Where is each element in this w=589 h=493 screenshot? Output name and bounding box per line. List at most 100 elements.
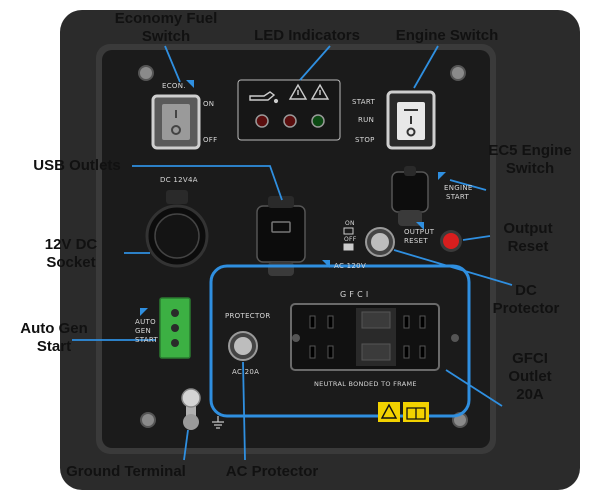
protector-label: PROTECTOR [225,312,271,320]
terminal-screw-icon [171,339,179,347]
callout-line: Ground Terminal [66,463,186,480]
dc-socket[interactable] [145,190,209,268]
engine-start-arrow-icon [438,172,446,180]
callout-ec5-engine-switch: EC5 Engine Switch [478,142,582,178]
leader-lines [72,45,513,461]
callout-line: Reset [507,238,549,255]
ground-knob[interactable] [181,388,201,408]
ec5-cap[interactable] [391,171,429,213]
leader-line [132,165,283,201]
warning-icon [380,403,398,419]
usb-base [268,262,294,276]
callout-line: Start [36,338,72,355]
usb-cover-hinge [268,196,294,208]
led-switch-on-label: ON [345,220,355,227]
callout-line: USB Outlets [33,157,121,174]
led-panel [237,79,341,141]
engine-stop-position-label: STOP [355,136,375,144]
callout-line: Switch [505,160,555,177]
output-led [311,114,325,128]
gfci-test-button[interactable] [361,311,391,329]
leader-line [413,45,439,89]
engine-stop-mark [406,127,416,137]
dc-socket-cap[interactable] [154,213,200,259]
engine-run-position-label: RUN [358,116,375,124]
ec5-cap-tab [404,166,416,176]
callout-line: 12V DC [44,236,98,253]
callout-economy-fuel-switch: Economy Fuel Switch [106,10,226,46]
ac-protector-rating-label: AC 20A [232,368,260,376]
callout-line: Outlet [508,368,552,385]
gfci-outlet[interactable] [290,303,459,371]
screw-icon [140,412,156,428]
econ-label: ECON. [162,82,186,90]
gfci-screw-icon [292,334,300,342]
auto-gen-start-terminal[interactable] [159,297,191,359]
led-switch-icons [343,227,354,251]
callout-line: 20A [516,386,544,403]
engine-start-position-label: START [352,98,376,106]
callout-line: Auto Gen [20,320,88,337]
screw-icon [450,65,466,81]
engine-start-label-2: START [446,193,470,201]
warning-icon [310,83,330,100]
overload-led [283,114,297,128]
leader-line [445,369,503,407]
reset-button-cap[interactable] [443,233,459,249]
dc-protector-button[interactable] [371,233,389,251]
warning-labels [378,402,429,422]
led-indicators [237,79,341,141]
callout-line: LED Indicators [254,27,360,44]
econ-on-label: ON [203,100,215,108]
ground-terminal[interactable] [181,388,201,430]
callout-line: EC5 Engine [488,142,572,159]
engine-switch[interactable] [386,90,436,150]
callout-dc-protector: DC Protector [476,282,576,318]
usb-outlet[interactable] [256,196,306,276]
usb-icon [271,221,291,233]
callout-auto-gen-start: Auto Gen Start [4,320,104,356]
terminal-screw-icon [171,309,179,317]
oil-icon [249,91,279,104]
dc-protector[interactable] [365,227,395,257]
warning-sticker [378,402,400,422]
ground-washer [183,414,199,430]
ac-rating-label: AC 120V [334,262,367,270]
callout-ground-terminal: Ground Terminal [46,463,206,481]
callout-ac-protector: AC Protector [210,463,334,481]
led-switch-off-label: OFF [344,236,357,243]
callout-line: Engine Switch [395,27,499,44]
ac-protector-button[interactable] [234,337,252,355]
leader-line [242,361,246,461]
econ-rocker[interactable] [162,104,190,140]
ac-arrow-icon [322,260,330,268]
output-reset-label-1: OUTPUT [404,228,435,236]
gfci-reset-button[interactable] [361,343,391,361]
auto-gen-label-2: GEN [135,327,151,335]
econ-off-mark [171,125,181,135]
callout-gfci-outlet: GFCI Outlet 20A [490,350,570,404]
right-receptacle[interactable] [403,315,426,359]
econ-off-label: OFF [203,136,218,144]
callout-line: Output [503,220,553,237]
usb-cover[interactable] [256,205,306,263]
ac-section-outline [209,264,471,418]
leader-line [164,45,181,83]
engine-start-label-1: ENGINE [444,184,473,192]
dc-rating-label: DC 12V4A [160,176,198,184]
econ-arrow-icon [186,80,194,88]
callout-led-indicators: LED Indicators [242,27,372,45]
callout-line: Socket [46,254,96,271]
callout-line: Protector [492,300,560,317]
left-receptacle[interactable] [309,315,334,359]
economy-fuel-switch[interactable] [151,94,201,150]
auto-gen-arrow-icon [140,308,148,316]
leader-line [449,179,487,191]
leader-line [183,429,189,461]
output-reset-arrow-icon [416,222,424,230]
ac-protector[interactable] [228,331,258,361]
output-reset-button[interactable] [440,230,462,252]
gfci-screw-icon [451,334,459,342]
screw-icon [138,65,154,81]
